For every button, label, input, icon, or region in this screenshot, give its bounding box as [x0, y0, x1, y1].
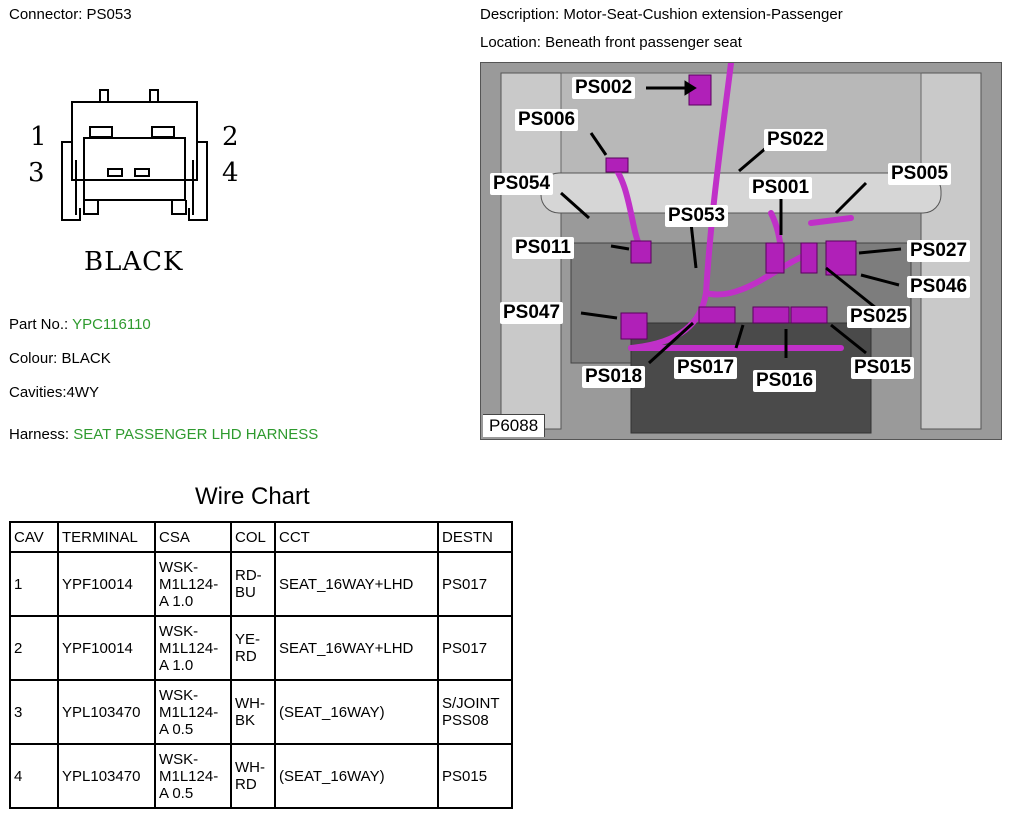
- cell-cav: 2: [9, 615, 59, 681]
- part-no-link[interactable]: YPC116110: [72, 316, 151, 333]
- header-cav: CAV: [9, 521, 59, 553]
- cell-cct: SEAT_16WAY+LHD: [274, 551, 439, 617]
- callout-ps001[interactable]: PS001: [749, 177, 813, 199]
- callout-ps027[interactable]: PS027: [907, 240, 971, 262]
- header-col: COL: [230, 521, 276, 553]
- harness-trunk: [628, 63, 734, 351]
- cell-csa: WSK-M1L124-A 1.0: [154, 551, 232, 617]
- cell-terminal: YPL103470: [57, 743, 156, 809]
- cell-cav: 1: [9, 551, 59, 617]
- cavities-label: Cavities:: [9, 384, 67, 401]
- rail-left: [61, 141, 81, 221]
- table-row: 4 YPL103470 WSK-M1L124-A 0.5 WH-RD (SEAT…: [9, 743, 513, 809]
- location-label: Location:: [480, 34, 541, 51]
- pin-label-3: 3: [28, 158, 45, 188]
- header-destn: DESTN: [437, 521, 513, 553]
- description-label: Description:: [480, 6, 560, 23]
- colour-label: Colour:: [9, 350, 58, 367]
- latch-right: [149, 89, 159, 102]
- cell-col: RD-BU: [230, 551, 276, 617]
- cavity-3: [107, 168, 123, 177]
- connector-label: Connector:: [9, 6, 83, 23]
- cell-terminal: YPF10014: [57, 551, 156, 617]
- callout-ps006[interactable]: PS006: [515, 109, 579, 131]
- harness-field: Harness: SEAT PASSENGER LHD HARNESS: [9, 426, 318, 443]
- cell-terminal: YPF10014: [57, 615, 156, 681]
- callout-ps053[interactable]: PS053: [665, 205, 729, 227]
- latch-left: [99, 89, 109, 102]
- callout-ps011[interactable]: PS011: [512, 237, 574, 259]
- table-row: 2 YPF10014 WSK-M1L124-A 1.0 YE-RD SEAT_1…: [9, 615, 513, 681]
- cavity-4: [134, 168, 150, 177]
- cell-col: WH-BK: [230, 679, 276, 745]
- cell-csa: WSK-M1L124-A 0.5: [154, 679, 232, 745]
- part-no-label: Part No.:: [9, 316, 69, 333]
- harness-label: Harness:: [9, 426, 70, 443]
- location-field: Location: Beneath front passenger seat: [480, 34, 742, 51]
- colour-value: BLACK: [61, 350, 111, 367]
- cell-destn: PS017: [437, 615, 513, 681]
- rail-right: [188, 141, 208, 221]
- colour-field: Colour: BLACK: [9, 350, 111, 367]
- wire-chart-title: Wire Chart: [195, 483, 310, 510]
- pin-label-1: 1: [30, 122, 47, 152]
- cell-cav: 4: [9, 743, 59, 809]
- cell-col: WH-RD: [230, 743, 276, 809]
- connector-field: Connector: PS053: [9, 6, 132, 23]
- cell-col: YE-RD: [230, 615, 276, 681]
- description-value: Motor-Seat-Cushion extension-Passenger: [563, 6, 843, 23]
- cell-cct: (SEAT_16WAY): [274, 743, 439, 809]
- callout-ps016[interactable]: PS016: [753, 370, 817, 392]
- table-row: 3 YPL103470 WSK-M1L124-A 0.5 WH-BK (SEAT…: [9, 679, 513, 745]
- connector-body-label: BLACK: [84, 247, 184, 277]
- callout-ps005[interactable]: PS005: [888, 163, 952, 185]
- callout-ps022[interactable]: PS022: [764, 129, 828, 151]
- cell-terminal: YPL103470: [57, 679, 156, 745]
- table-row: 1 YPF10014 WSK-M1L124-A 1.0 RD-BU SEAT_1…: [9, 551, 513, 617]
- callout-ps018[interactable]: PS018: [582, 366, 646, 388]
- callout-ps054[interactable]: PS054: [490, 173, 554, 195]
- foot-left: [83, 200, 99, 215]
- callout-ps047[interactable]: PS047: [500, 302, 564, 324]
- pin-label-2: 2: [222, 122, 239, 152]
- cell-destn: S/JOINT PSS08: [437, 679, 513, 745]
- cavities-value: 4WY: [66, 384, 100, 401]
- callout-ps046[interactable]: PS046: [907, 276, 971, 298]
- part-no-field: Part No.: YPC116110: [9, 316, 151, 333]
- connector-value: PS053: [86, 6, 132, 23]
- cell-destn: PS015: [437, 743, 513, 809]
- table-header-row: CAV TERMINAL CSA COL CCT DESTN: [9, 521, 513, 553]
- description-field: Description: Motor-Seat-Cushion extensio…: [480, 6, 843, 23]
- cell-cct: SEAT_16WAY+LHD: [274, 615, 439, 681]
- cavities-field: Cavities:4WY: [9, 384, 99, 401]
- cell-destn: PS017: [437, 551, 513, 617]
- connector-inner: [83, 137, 186, 201]
- cell-cav: 3: [9, 679, 59, 745]
- connector-face-diagram: [61, 89, 208, 221]
- foot-right: [171, 200, 187, 215]
- callout-ps017[interactable]: PS017: [674, 357, 738, 379]
- cell-csa: WSK-M1L124-A 0.5: [154, 743, 232, 809]
- header-terminal: TERMINAL: [57, 521, 156, 553]
- harness-link[interactable]: SEAT PASSENGER LHD HARNESS: [73, 426, 319, 443]
- callout-ps025[interactable]: PS025: [847, 306, 911, 328]
- photo-code: P6088: [483, 414, 546, 437]
- cavity-2: [151, 126, 175, 138]
- callout-ps015[interactable]: PS015: [851, 357, 915, 379]
- header-csa: CSA: [154, 521, 232, 553]
- location-photo: PS002 PS006 PS022 PS005 PS054 PS001 PS05…: [480, 62, 1002, 440]
- header-cct: CCT: [274, 521, 439, 553]
- cell-cct: (SEAT_16WAY): [274, 679, 439, 745]
- wire-chart-table: CAV TERMINAL CSA COL CCT DESTN 1 YPF1001…: [9, 521, 513, 809]
- location-value: Beneath front passenger seat: [545, 34, 742, 51]
- callout-ps002[interactable]: PS002: [572, 77, 636, 99]
- cell-csa: WSK-M1L124-A 1.0: [154, 615, 232, 681]
- cavity-1: [89, 126, 113, 138]
- pin-label-4: 4: [222, 158, 239, 188]
